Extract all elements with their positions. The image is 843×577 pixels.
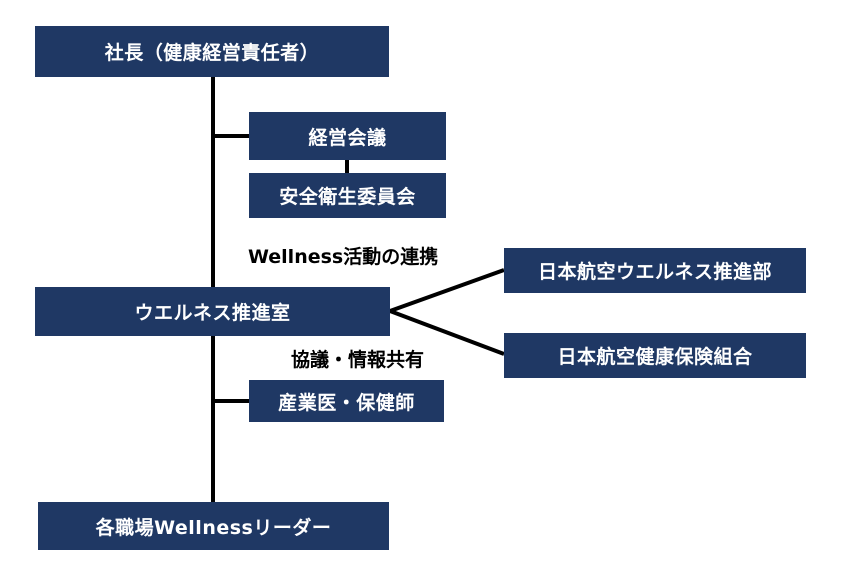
wellness-link-label: Wellness活動の連携 [248, 246, 439, 268]
jal-wellness-dept-label: 日本航空ウエルネス推進部 [537, 261, 772, 283]
management-meeting-label: 経営会議 [308, 126, 387, 149]
wellness-office-box: ウエルネス推進室 [35, 287, 390, 336]
link-jal-wellness-dept [389, 268, 505, 313]
workplace-leaders-label: 各職場Wellnessリーダー [95, 516, 332, 539]
jal-wellness-dept-box: 日本航空ウエルネス推進部 [504, 248, 806, 293]
jal-health-insurance-label: 日本航空健康保険組合 [557, 346, 753, 368]
link-jal-health-insurance [389, 309, 505, 356]
workplace-leaders-box: 各職場Wellnessリーダー [38, 502, 389, 550]
safety-health-committee-label: 安全衛生委員会 [279, 186, 416, 208]
wellness-office-label: ウエルネス推進室 [134, 302, 291, 324]
jal-health-insurance-box: 日本航空健康保険組合 [504, 333, 806, 378]
occupational-physician-box: 産業医・保健師 [249, 380, 444, 422]
management-meeting-box: 経営会議 [249, 112, 446, 160]
occupational-physician-label: 産業医・保健師 [278, 391, 415, 414]
safety-health-committee-box: 安全衛生委員会 [249, 173, 446, 218]
consult-share-label: 協議・情報共有 [291, 349, 425, 371]
president-label: 社長（健康経営責任者） [104, 42, 320, 64]
president-box: 社長（健康経営責任者） [35, 26, 389, 77]
